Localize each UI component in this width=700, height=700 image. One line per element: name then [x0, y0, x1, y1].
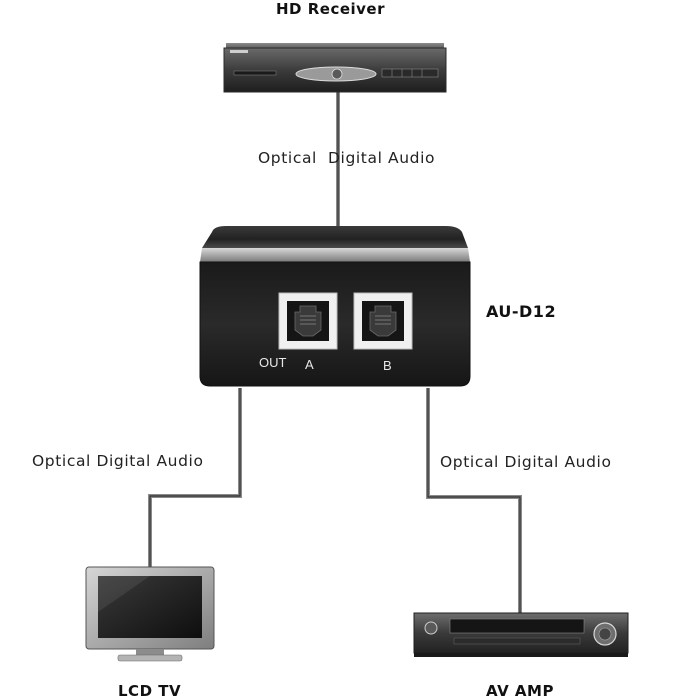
cable-label-tv: Optical Digital Audio	[32, 452, 204, 470]
cable-label-receiver: Optical Digital Audio	[258, 149, 436, 167]
receiver-label: HD Receiver	[276, 0, 386, 18]
port-a-label: A	[305, 357, 314, 372]
port-out-label: OUT	[259, 355, 287, 370]
port-b-label: B	[383, 358, 392, 373]
amp-label: AV AMP	[486, 682, 554, 700]
tv-label: LCD TV	[118, 682, 182, 700]
cable-label-amp: Optical Digital Audio	[440, 453, 612, 471]
splitter-label: AU-D12	[486, 302, 557, 321]
